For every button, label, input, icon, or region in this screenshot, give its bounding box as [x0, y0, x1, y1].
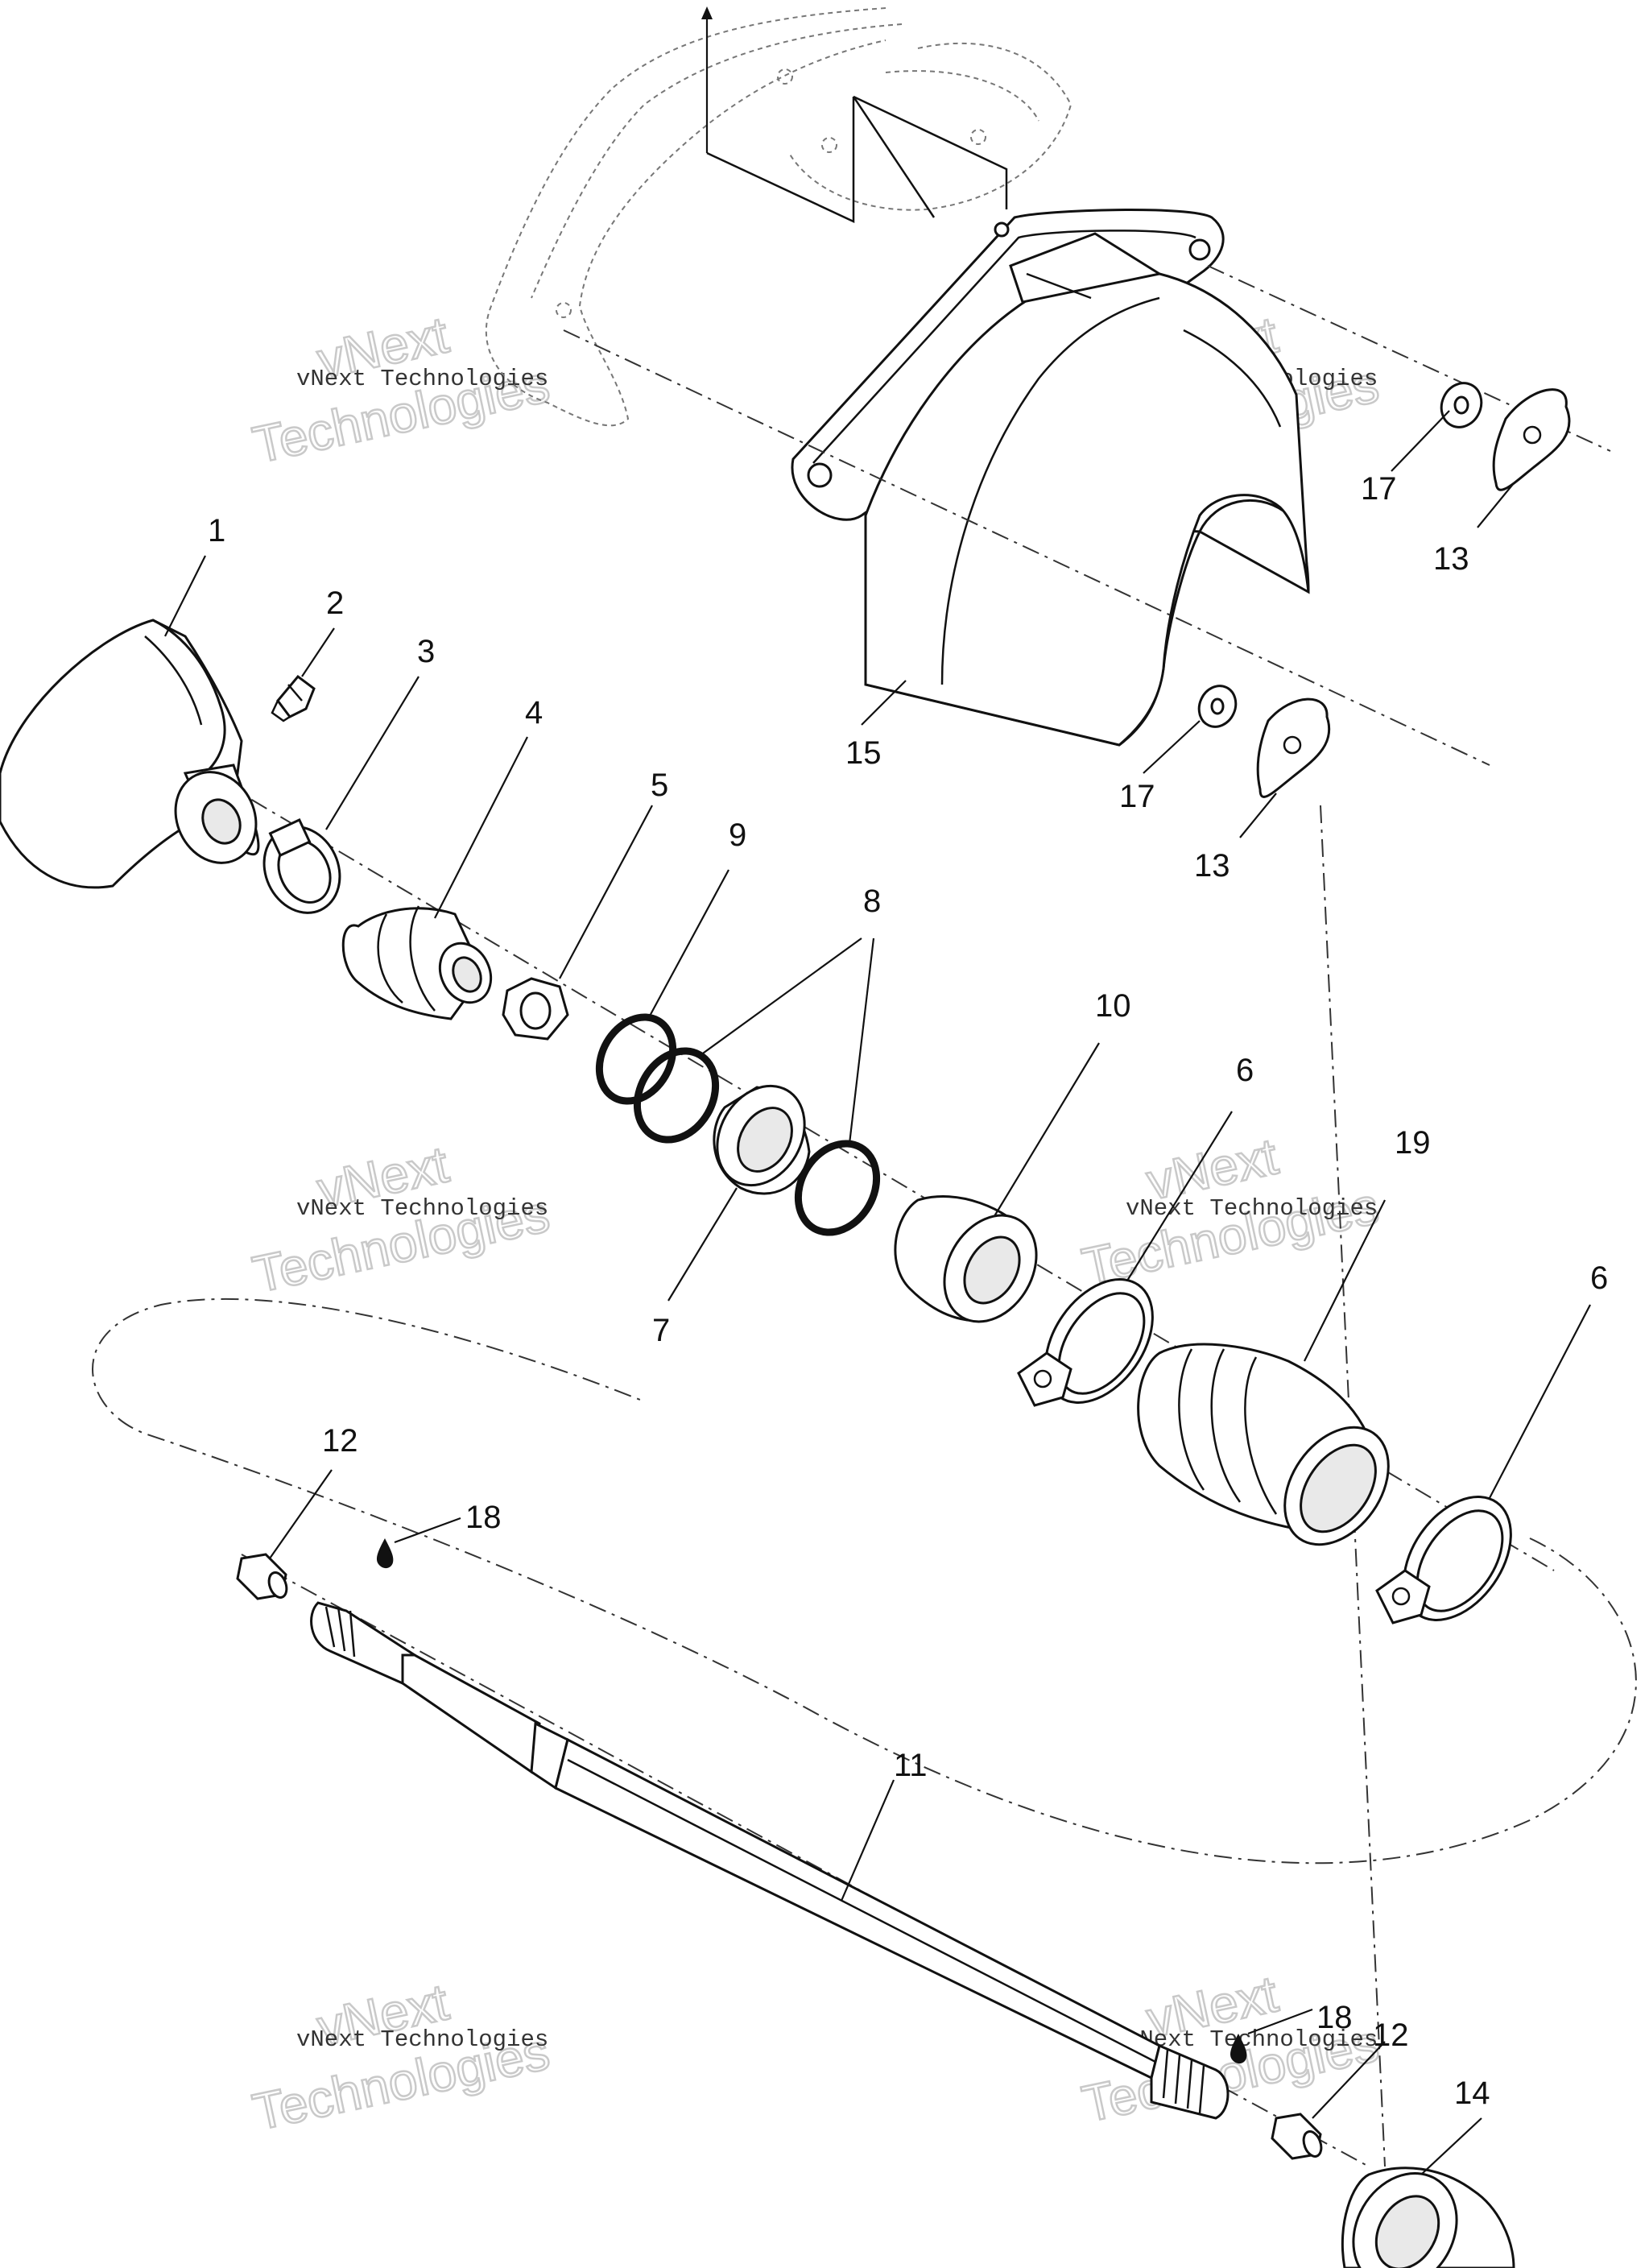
watermark-small-text: vNext Technologies [1126, 1195, 1378, 1222]
callout-numbers: 1 2 3 4 5 6 6 7 8 9 10 11 12 12 13 13 14… [208, 471, 1608, 2111]
callout-9: 9 [729, 817, 746, 853]
callout-5: 5 [651, 768, 668, 803]
part-6-hose-clamp-a [1017, 1278, 1154, 1407]
callout-6-upper: 6 [1236, 1053, 1254, 1088]
callout-3: 3 [417, 634, 435, 669]
callout-12-right: 12 [1373, 2018, 1409, 2053]
part-13-wing-nut-top [1492, 388, 1571, 491]
callout-17-top: 17 [1361, 471, 1397, 507]
watermark-top-left: vNext Technologies vNext Technologies [247, 304, 556, 475]
part-14-housing [1341, 2167, 1515, 2268]
leader-lines [164, 410, 1591, 2175]
part-12-plug-a [236, 1553, 288, 1600]
part-18-grease-drop-b [1230, 2034, 1247, 2064]
callout-15: 15 [845, 735, 882, 771]
callout-18-left: 18 [465, 1500, 502, 1535]
callout-17-bottom: 17 [1119, 779, 1155, 814]
watermark-small-text: vNext Technologies [296, 366, 548, 392]
part-1-housing [0, 619, 260, 889]
watermark-bottom-left: vNext Technologies vNext Technologies [247, 1972, 556, 2142]
callout-10: 10 [1095, 988, 1131, 1024]
callout-14: 14 [1454, 2076, 1490, 2111]
part-6-hose-clamp-b [1375, 1496, 1512, 1624]
part-3-clamp [262, 817, 341, 914]
part-2-grease-fitting [271, 674, 316, 722]
part-18-grease-drop-a [376, 1538, 394, 1569]
callout-2: 2 [326, 586, 344, 621]
part-5-nut [502, 977, 569, 1041]
part-4-boot [341, 905, 493, 1020]
watermark-mid-left: vNext Technologies vNext Technologies [247, 1134, 556, 1305]
part-15-cover [791, 209, 1310, 747]
callout-7: 7 [652, 1313, 670, 1348]
callout-1: 1 [208, 513, 225, 548]
part-7-sleeve [713, 1084, 811, 1195]
callout-4: 4 [525, 695, 543, 730]
part-17-washer-top [1440, 382, 1483, 428]
callout-8: 8 [863, 884, 881, 919]
part-9-o-ring [595, 1013, 677, 1105]
part-17-washer-bottom [1197, 685, 1238, 728]
callout-19: 19 [1395, 1125, 1431, 1161]
part-11-drive-shaft [310, 1601, 1230, 2120]
part-19-bellows [1137, 1343, 1390, 1546]
part-12-plug-b [1271, 2113, 1323, 2160]
callout-18-right: 18 [1316, 2000, 1353, 2035]
part-8-o-ring-a [633, 1047, 720, 1144]
callout-6-lower: 6 [1590, 1260, 1608, 1296]
callout-12-left: 12 [322, 1423, 358, 1459]
watermark-small-text: vNext Technologies [296, 2026, 548, 2053]
watermark-small-text: vNext Technologies [296, 1195, 548, 1222]
callout-11: 11 [894, 1748, 928, 1783]
hull-outline-ghost [485, 6, 1072, 427]
part-8-o-ring-b [794, 1140, 881, 1236]
callout-13-top: 13 [1433, 541, 1469, 577]
callout-13-bottom: 13 [1194, 848, 1230, 884]
part-13-wing-nut-bottom [1256, 697, 1331, 798]
part-10-bushing [894, 1195, 1038, 1323]
